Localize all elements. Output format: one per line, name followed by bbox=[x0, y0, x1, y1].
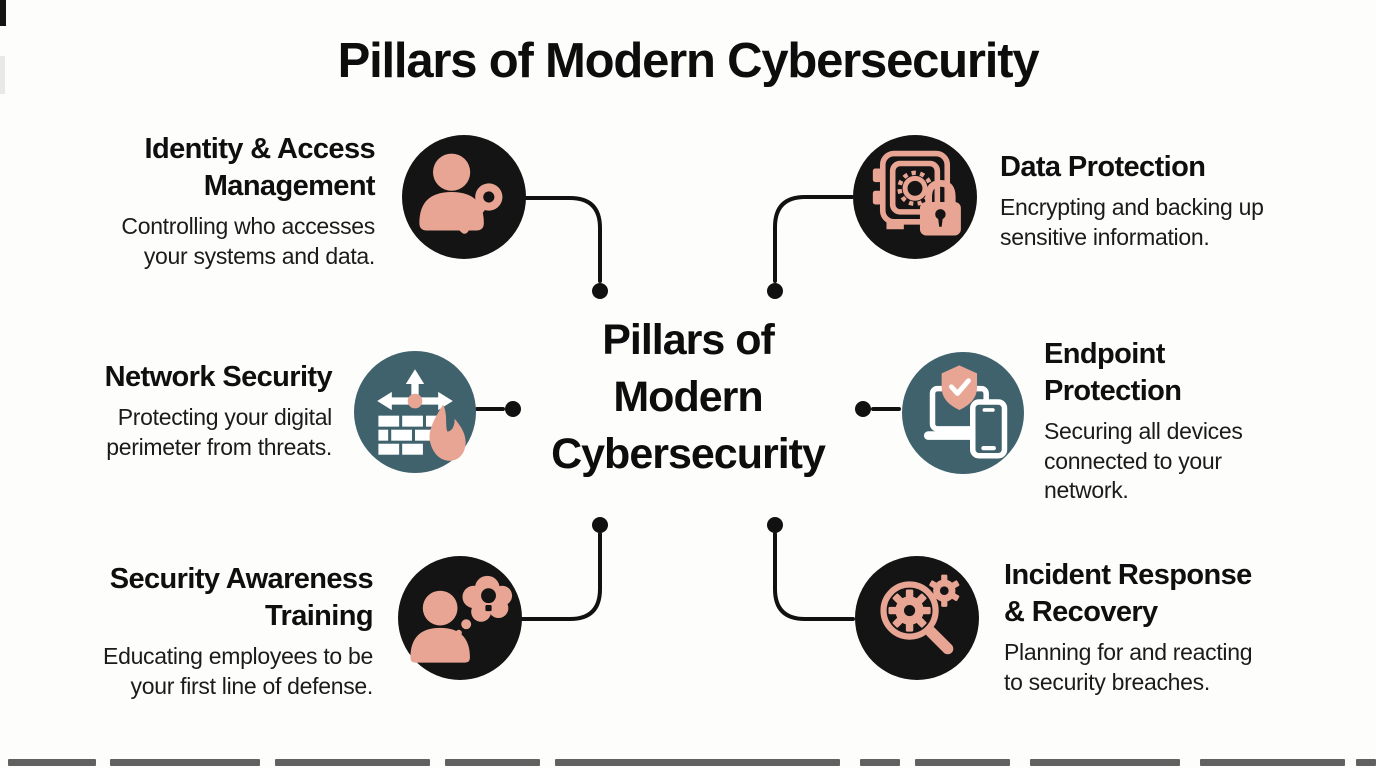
cropped-edge-artifact bbox=[110, 759, 260, 766]
pillar-description: Securing all devices connected to your n… bbox=[1044, 418, 1243, 503]
pillar-description: Encrypting and backing up sensitive info… bbox=[1000, 194, 1264, 250]
cropped-edge-artifact bbox=[0, 0, 6, 26]
cropped-edge-artifact bbox=[860, 759, 900, 766]
user-key-icon bbox=[402, 135, 526, 259]
pillar-title: Network Security bbox=[104, 361, 333, 393]
pillar-data-protection: Data Protection Encrypting and backing u… bbox=[1000, 149, 1340, 252]
cropped-edge-artifact bbox=[915, 759, 1010, 766]
pillar-description: Educating employees to be your first lin… bbox=[103, 643, 373, 699]
pillar-network-security: Network Security Protecting your digital… bbox=[32, 359, 333, 462]
pillar-title: Security Awareness Training bbox=[109, 563, 374, 632]
devices-shield-icon bbox=[902, 352, 1024, 474]
pillar-identity-access-management: Identity & Access Management Controlling… bbox=[45, 131, 375, 271]
safe-lock-icon bbox=[853, 135, 977, 259]
center-title: Pillars of Modern Cybersecurity bbox=[551, 316, 826, 478]
cropped-edge-artifact bbox=[0, 56, 5, 94]
cropped-edge-artifact bbox=[1200, 759, 1345, 766]
pillar-security-awareness-training: Security Awareness Training Educating em… bbox=[43, 561, 374, 701]
pillar-title: Identity & Access Management bbox=[144, 133, 376, 202]
magnifier-gears-icon bbox=[855, 556, 979, 680]
cropped-edge-artifact bbox=[1356, 759, 1376, 766]
cropped-edge-artifact bbox=[8, 759, 96, 766]
pillar-description: Controlling who accesses your systems an… bbox=[121, 213, 375, 269]
pillar-incident-response-recovery: Incident Response & Recovery Planning fo… bbox=[1004, 557, 1344, 697]
cropped-edge-artifact bbox=[275, 759, 430, 766]
pillar-description: Protecting your digital perimeter from t… bbox=[106, 404, 332, 460]
pillar-title: Endpoint Protection bbox=[1044, 338, 1182, 407]
pillar-title: Data Protection bbox=[1000, 151, 1206, 183]
cropped-edge-artifact bbox=[445, 759, 540, 766]
pillar-endpoint-protection: Endpoint Protection Securing all devices… bbox=[1044, 336, 1364, 506]
firewall-icon bbox=[354, 351, 476, 473]
cropped-edge-artifact bbox=[1030, 759, 1180, 766]
pillar-description: Planning for and reacting to security br… bbox=[1004, 639, 1253, 695]
pillar-title: Incident Response & Recovery bbox=[1004, 559, 1252, 628]
user-idea-icon bbox=[398, 556, 522, 680]
page-title: Pillars of Modern Cybersecurity bbox=[337, 34, 1040, 88]
cropped-edge-artifact bbox=[555, 759, 840, 766]
